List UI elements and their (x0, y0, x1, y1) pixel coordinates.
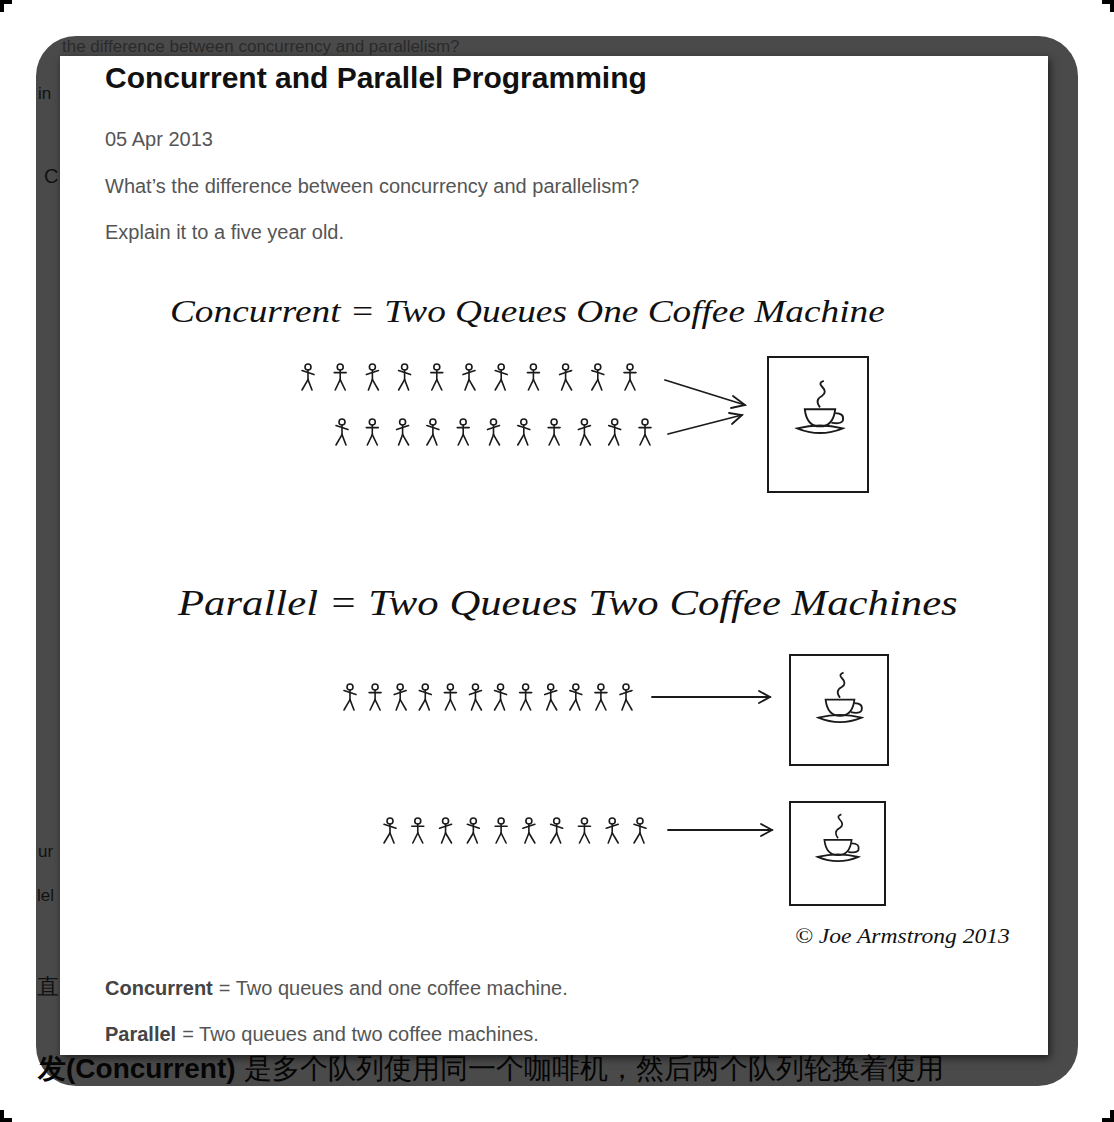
definition: 是多个队列使用同一个咖啡机，然后两个队列轮换着使用 (244, 1053, 944, 1084)
prompt-text: Explain it to a five year old. (105, 220, 344, 244)
background-fragment: in (38, 84, 51, 104)
white-card (60, 56, 1048, 1055)
definition-line: Parallel = Two queues and two coffee mach… (105, 1022, 539, 1046)
background-caption: 发(Concurrent) 是多个队列使用同一个咖啡机，然后两个队列轮换着使用 (38, 1052, 944, 1086)
coffee-machines (768, 357, 888, 905)
term: 发(Concurrent) (38, 1053, 236, 1084)
page-title: Concurrent and Parallel Programming (105, 60, 647, 96)
post-date: 05 Apr 2013 (105, 127, 213, 151)
term: Concurrent (105, 977, 213, 999)
handwritten-heading: Parallel = Two Queues Two Coffee Machine… (178, 582, 958, 625)
definition: = Two queues and one coffee machine. (219, 977, 568, 999)
background-fragment: the difference between concurrency and p… (62, 37, 460, 57)
definition-line: Concurrent = Two queues and one coffee ma… (105, 976, 568, 1000)
definition: = Two queues and two coffee machines. (182, 1023, 539, 1045)
background-fragment: C (44, 164, 58, 188)
question-text: What’s the difference between concurrenc… (105, 174, 639, 198)
background-fragment: lel (37, 886, 54, 906)
handwritten-heading: Concurrent = Two Queues One Coffee Machi… (170, 292, 885, 330)
copyright-signature: © Joe Armstrong 2013 (795, 924, 1010, 949)
background-fragment: ur (38, 842, 53, 862)
term: Parallel (105, 1023, 176, 1045)
background-fragment: 直 (37, 974, 59, 1000)
